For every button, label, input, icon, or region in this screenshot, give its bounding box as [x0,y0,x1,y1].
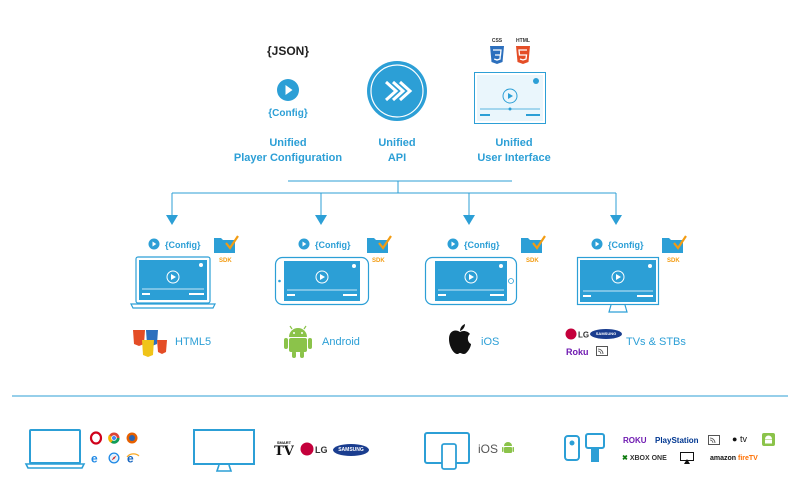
html-badge-text: HTML [516,38,530,44]
apple-small-icon: ● [732,434,738,444]
platform-name-android: Android [322,336,360,348]
config-label-tv: {Config} [608,240,644,250]
sdk-label-android: SDK [372,258,385,264]
platform-name-html5: HTML5 [175,336,212,348]
lg-logo-icon: LG [565,328,589,340]
samsung-logo-text: SAMSUNG [595,331,617,336]
config-label-html5: {Config} [165,240,201,250]
unified-api-line2: API [387,152,407,164]
config-label-ios: {Config} [464,240,500,250]
appletv-text: tv [739,434,747,444]
unified-api-icon [367,61,427,121]
ie-icon: e [91,452,98,466]
opera-icon [89,431,103,445]
sdk-label-tv: SDK [667,258,680,264]
appletv-logo: ● tv [732,434,747,444]
svg-text:e: e [127,452,134,466]
samsung-logo: SAMSUNG [590,329,622,339]
top-config-label: {Config} [268,108,308,119]
config-play-icon-android [298,238,310,250]
config-play-icon-html5 [148,238,160,250]
amazon-text: amazon [710,455,737,462]
roku-logo: Roku [566,347,589,357]
unified-ui-line2: User Interface [477,152,551,164]
remote-stick-icon [564,433,605,462]
amazon-firetv-logo: amazon fireTV [710,455,758,462]
android-phone-player-icon [274,256,370,306]
config-play-icon-tv [591,238,603,250]
chrome-icon [108,432,120,444]
unified-api-line1: Unified [378,137,416,149]
json-label: {JSON} [266,44,310,58]
config-play-icon-ios [447,238,459,250]
edge-icon: e [126,452,140,466]
platform-name-ios: iOS [481,336,500,348]
smart-tv-logo: SMART TV [272,440,296,458]
firefox-icon [126,432,138,444]
playstation-logo: PlayStation [655,436,699,445]
unified-ui-label: Unified User Interface [464,136,564,166]
airplay-icon [680,452,694,464]
sdk-label-html5: SDK [219,258,232,264]
lg-logo-bottom-icon: LG [300,442,328,456]
unified-ui-line1: Unified [495,137,533,149]
samsung-logo-bottom: SAMSUNG [333,444,369,456]
svg-text:LG: LG [578,331,589,340]
laptop-player-icon [130,256,216,309]
tv-player-icon [576,256,660,313]
unified-player-config-line1: Unified [269,137,307,149]
unified-api-label: Unified API [362,136,432,166]
cast-icon [596,346,608,356]
css-badge-text: CSS [491,38,503,44]
apple-icon [449,324,471,354]
xbox-one-logo: ✖ XBOX ONE [622,454,667,462]
samsung-bottom-text: SAMSUNG [338,447,364,453]
sdk-folder-icon-tv [662,235,687,253]
player-ui-mockup [474,72,546,124]
sdk-label-ios: SDK [526,258,539,264]
smart-text: SMART [276,440,292,445]
tablet-phone-outline-icon [424,432,470,470]
unified-player-config-line2: Player Configuration [233,152,343,164]
xbox-text: XBOX ONE [629,455,667,462]
safari-icon [108,452,120,464]
css3-icon [490,46,504,64]
config-label-android: {Config} [315,240,351,250]
platform-name-tv: TVs & STBs [626,336,686,348]
config-play-icon [277,79,299,101]
sdk-folder-icon-android [367,235,392,253]
tv-text: TV [274,444,294,459]
roku-bottom-logo: ROKU [623,436,647,445]
xbox-icon: ✖ [622,455,628,462]
cast-bottom-icon [708,435,720,445]
sdk-folder-icon-html5 [214,235,239,253]
monitor-outline-icon [193,429,255,472]
svg-text:e: e [91,452,98,466]
html5-css3-js-icon [133,330,167,357]
firetv-text: fireTV [738,455,758,462]
ios-bottom-label: iOS [478,442,499,456]
android-green-icon [762,433,775,446]
lg-text: LG [315,445,328,455]
sdk-folder-icon-ios [521,235,546,253]
iphone-player-icon [424,256,518,306]
android-icon [284,325,312,358]
unified-player-config-label: Unified Player Configuration [226,136,350,166]
laptop-outline-icon [24,429,86,469]
html5-icon [516,46,530,64]
android-small-icon [502,442,514,453]
